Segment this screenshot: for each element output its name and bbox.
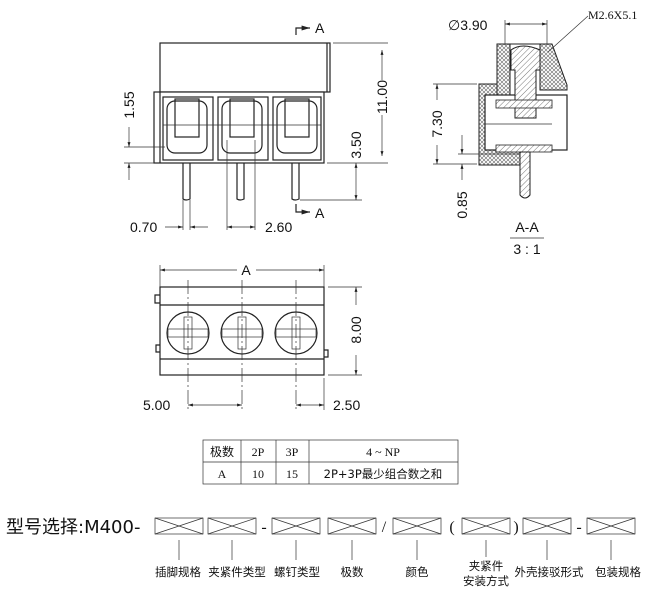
sep-3: ( (449, 519, 454, 536)
field-screw-type: 螺钉类型 (274, 565, 320, 579)
table-header-np: 4 ~ NP (366, 445, 400, 459)
table-header-poles: 极数 (210, 444, 234, 459)
field-pin-spec: 插脚规格 (155, 565, 201, 579)
top-view: A 8.00 5.00 2.50 (143, 262, 364, 413)
dim-diameter: ∅3.90 (448, 17, 488, 33)
table-header-3p: 3P (286, 445, 299, 459)
pins (182, 163, 300, 201)
section-view: ∅3.90 M2.6X5.1 7.30 0.85 A-A 3 : 1 (429, 8, 637, 257)
section-mark-bottom: A (315, 205, 325, 221)
dim-length-a: A (241, 262, 251, 278)
body-lower (153, 91, 325, 164)
dim-7-30: 7.30 (429, 110, 445, 137)
front-view: A A 11.00 3.50 1.55 0.70 2.60 (121, 20, 390, 235)
section-title: A-A (515, 219, 539, 235)
sep-5: - (576, 519, 581, 536)
dim-5-00: 5.00 (143, 397, 170, 413)
pole-table: 极数 2P 3P 4 ~ NP A 10 15 2P+3P最少组合数之和 (202, 439, 459, 485)
table-header-2p: 2P (252, 445, 265, 459)
dim-0-70: 0.70 (130, 219, 157, 235)
sep-1: - (261, 519, 266, 536)
pin-section (519, 151, 531, 199)
table-cell-10: 10 (252, 467, 264, 481)
field-clamp-type: 夹紧件类型 (208, 565, 266, 579)
dim-2-60: 2.60 (265, 219, 292, 235)
field-poles: 极数 (341, 565, 364, 579)
dim-3-50: 3.50 (348, 131, 364, 158)
body-top (159, 42, 331, 93)
field-housing-connection: 外壳接驳形式 (515, 565, 584, 579)
table-cell-np: 2P+3P最少组合数之和 (324, 467, 443, 481)
code-boxes (154, 517, 636, 560)
dim-1-55: 1.55 (121, 91, 137, 118)
dim-11-00: 11.00 (374, 80, 390, 114)
sep-4: ) (513, 519, 518, 536)
field-color: 颜色 (406, 565, 429, 579)
field-clamp-mount-2: 安装方式 (463, 574, 509, 588)
sep-2: / (382, 519, 387, 536)
screw-spec: M2.6X5.1 (588, 8, 637, 22)
dim-0-85: 0.85 (454, 191, 470, 218)
field-packaging: 包装规格 (595, 565, 641, 579)
field-clamp-mount-1: 夹紧件 (469, 559, 504, 573)
clamp-cells (162, 96, 322, 161)
model-selection: 型号选择:M400- - / ( ) - 插脚规格 夹紧件类型 螺钉类型 极数 … (6, 517, 641, 588)
section-scale: 3 : 1 (513, 241, 540, 257)
dim-8-00: 8.00 (348, 316, 364, 343)
screw-heads (166, 280, 318, 410)
section-mark-top: A (315, 20, 325, 36)
table-cell-a: A (218, 467, 227, 481)
dim-2-50: 2.50 (333, 397, 360, 413)
table-cell-15: 15 (286, 467, 298, 481)
model-title: 型号选择:M400- (6, 517, 140, 538)
